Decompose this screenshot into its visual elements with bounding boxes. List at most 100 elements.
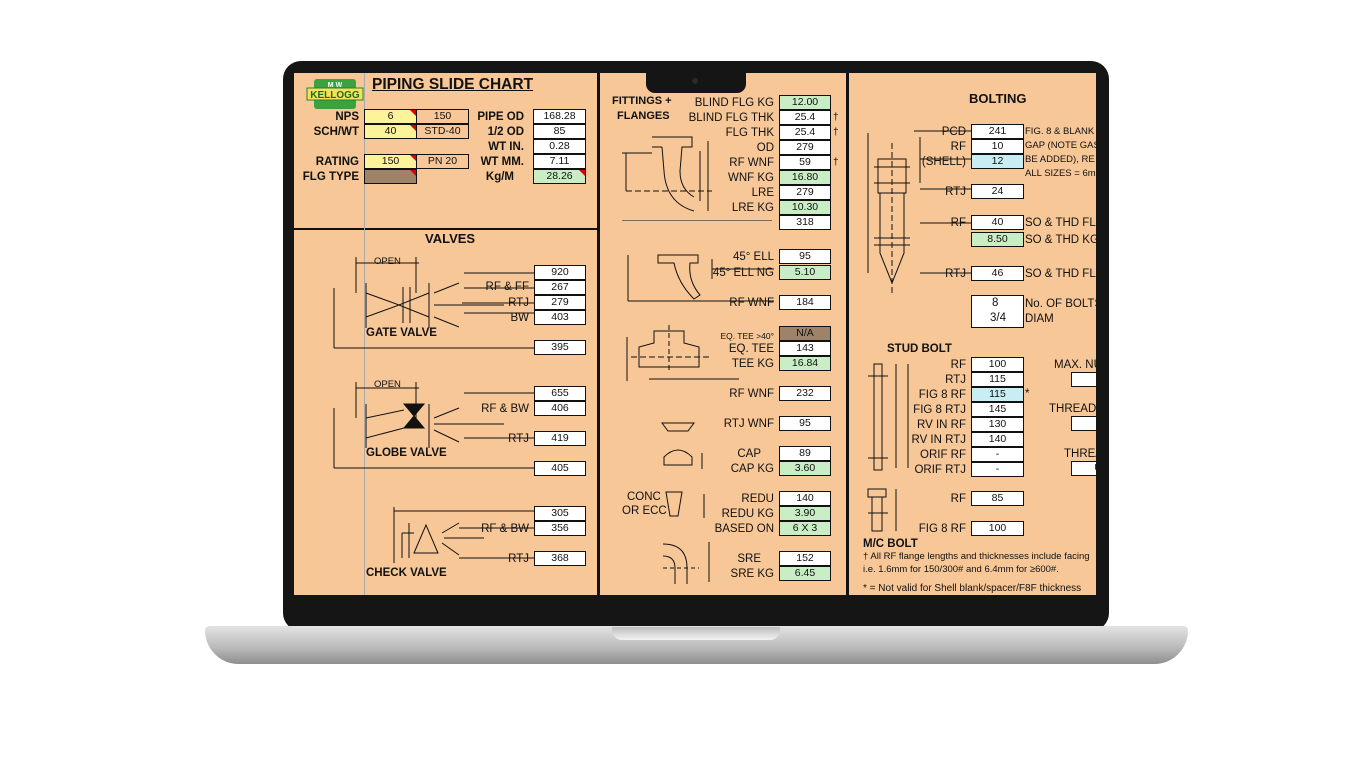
kgm-value: 28.26 — [533, 169, 586, 184]
gate-top-value: 920 — [534, 265, 586, 280]
rf2-value: 40 — [971, 215, 1024, 230]
stud-bolt-drawing — [866, 358, 916, 473]
rtj2-label: RTJ — [945, 268, 966, 280]
stud-value-6: - — [971, 447, 1024, 462]
rf-label: RF — [950, 141, 966, 153]
sch-label: SCH/WT — [313, 126, 359, 138]
check-valve-label: CHECK VALVE — [366, 567, 447, 579]
so-thd-fla-2: SO & THD FLA — [1025, 268, 1096, 280]
rf-wnf1-value: 184 — [779, 295, 831, 310]
nps-input-marker — [410, 110, 416, 116]
conc-label: CONC — [627, 491, 661, 503]
check-rtj-label: RTJ — [508, 553, 529, 565]
eq-tee-na-value: N/A — [779, 326, 831, 341]
fitting-label-4: RF WNF — [729, 157, 774, 169]
ecc-label: OR ECC — [622, 505, 667, 517]
rating-input[interactable]: 150 — [364, 154, 417, 169]
globe-open-label: OPEN — [374, 379, 401, 390]
tee-drawing — [619, 323, 779, 383]
reducer-drawing — [664, 488, 724, 523]
cap-kg-label: CAP KG — [730, 463, 774, 475]
globe-rtj-value: 419 — [534, 431, 586, 446]
redu-kg-value: 3.90 — [779, 506, 831, 521]
gate-valve-drawing — [324, 253, 539, 353]
no-bolts-value: 8 — [992, 297, 999, 309]
rf-value: 10 — [971, 139, 1024, 154]
stud-label-2: FIG 8 RF — [918, 389, 966, 401]
fittings-title-2: FLANGES — [617, 110, 670, 122]
gate-rtj-label: RTJ — [508, 297, 529, 309]
footnote-2: i.e. 1.6mm for 150/300# and 6.4mm for ≥6… — [863, 564, 1059, 575]
mc-bolt-drawing — [866, 485, 916, 535]
sch-input-marker — [410, 125, 416, 131]
fitting-label-0: BLIND FLG KG — [694, 97, 774, 109]
stud-bolt-title: STUD BOLT — [887, 343, 952, 355]
wt-in-label: WT IN. — [488, 141, 524, 153]
globe-rf-bw-value: 406 — [534, 401, 586, 416]
gate-open-value: 395 — [534, 340, 586, 355]
tee-kg-value: 16.84 — [779, 356, 831, 371]
fitting-value-8: 318 — [779, 215, 831, 230]
divider-valves — [294, 228, 598, 230]
no-bolts-label: No. OF BOLTS — [1025, 298, 1096, 310]
rf2-label: RF — [950, 217, 966, 229]
cap-kg-value: 3.60 — [779, 461, 831, 476]
gate-bw-label: BW — [510, 312, 529, 324]
half-od-value: 85 — [533, 124, 586, 139]
stud-label-7: ORIF RTJ — [914, 464, 966, 476]
check-rtj-value: 368 — [534, 551, 586, 566]
fitting-label-6: LRE — [751, 187, 774, 199]
rating-label: RATING — [315, 156, 359, 168]
based-on-label: BASED ON — [714, 523, 774, 535]
stud-label-1: RTJ — [945, 374, 966, 386]
sre-label: SRE — [737, 553, 761, 565]
threads-label: THREADS — [1049, 403, 1096, 415]
kgm-label: Kg/M — [485, 171, 514, 183]
ell45-value: 95 — [779, 249, 831, 264]
fitting-value-0: 12.00 — [779, 95, 831, 110]
rating-pn-value: PN 20 — [416, 154, 469, 169]
tee-kg-label: TEE KG — [731, 358, 774, 370]
fig8-note-3: BE ADDED), RE — [1025, 154, 1095, 165]
wt-in-value: 0.28 — [533, 139, 586, 154]
cap-value: 89 — [779, 446, 831, 461]
eq-tee-note: EQ. TEE >40° — [720, 331, 774, 341]
sre-value: 152 — [779, 551, 831, 566]
divider-left — [597, 73, 600, 595]
fitting-dagger-4: † — [833, 157, 839, 168]
slide-cursor-line — [364, 73, 365, 595]
rf-wnf1-label: RF WNF — [729, 297, 774, 309]
bolting-title: BOLTING — [969, 91, 1027, 106]
ell45-ng-value: 5.10 — [779, 265, 831, 280]
check-rf-bw-value: 356 — [534, 521, 586, 536]
check-rf-bw-label: RF & BW — [481, 523, 529, 535]
check-top-value: 305 — [534, 506, 586, 521]
nps-label: NPS — [335, 111, 359, 123]
camera-icon — [692, 78, 698, 84]
gate-open-label: OPEN — [374, 256, 401, 267]
mc-fig8-label: FIG 8 RF — [918, 523, 966, 535]
footnote-1: † All RF flange lengths and thicknesses … — [863, 551, 1090, 562]
stud-star: * — [1025, 388, 1030, 400]
redu-kg-label: REDU KG — [721, 508, 774, 520]
sre-kg-value: 6.45 — [779, 566, 831, 581]
globe-rtj-label: RTJ — [508, 433, 529, 445]
laptop-base-notch — [612, 627, 780, 640]
stud-label-5: RV IN RTJ — [911, 434, 966, 446]
svg-text:KELLOGG: KELLOGG — [310, 90, 360, 101]
stud-value-4: 130 — [971, 417, 1024, 432]
rtj-label: RTJ — [945, 186, 966, 198]
threa-value: U — [1071, 461, 1096, 476]
stud-value-3: 145 — [971, 402, 1024, 417]
wt-mm-value: 7.11 — [533, 154, 586, 169]
stud-label-0: RF — [950, 359, 966, 371]
flg-type-input[interactable] — [364, 169, 417, 184]
footnote-3: * = Not valid for Shell blank/spacer/F8F… — [863, 583, 1082, 594]
so-thd-kg-label: SO & THD KG — [1025, 234, 1096, 246]
mc-rf-label: RF — [950, 493, 966, 505]
fittings-title-1: FITTINGS + — [612, 95, 672, 107]
fig8-note-1: FIG. 8 & BLANK — [1025, 126, 1095, 137]
fitting-label-3: OD — [756, 142, 774, 154]
shell-label: (SHELL) — [921, 156, 966, 168]
kgm-marker — [579, 170, 585, 176]
